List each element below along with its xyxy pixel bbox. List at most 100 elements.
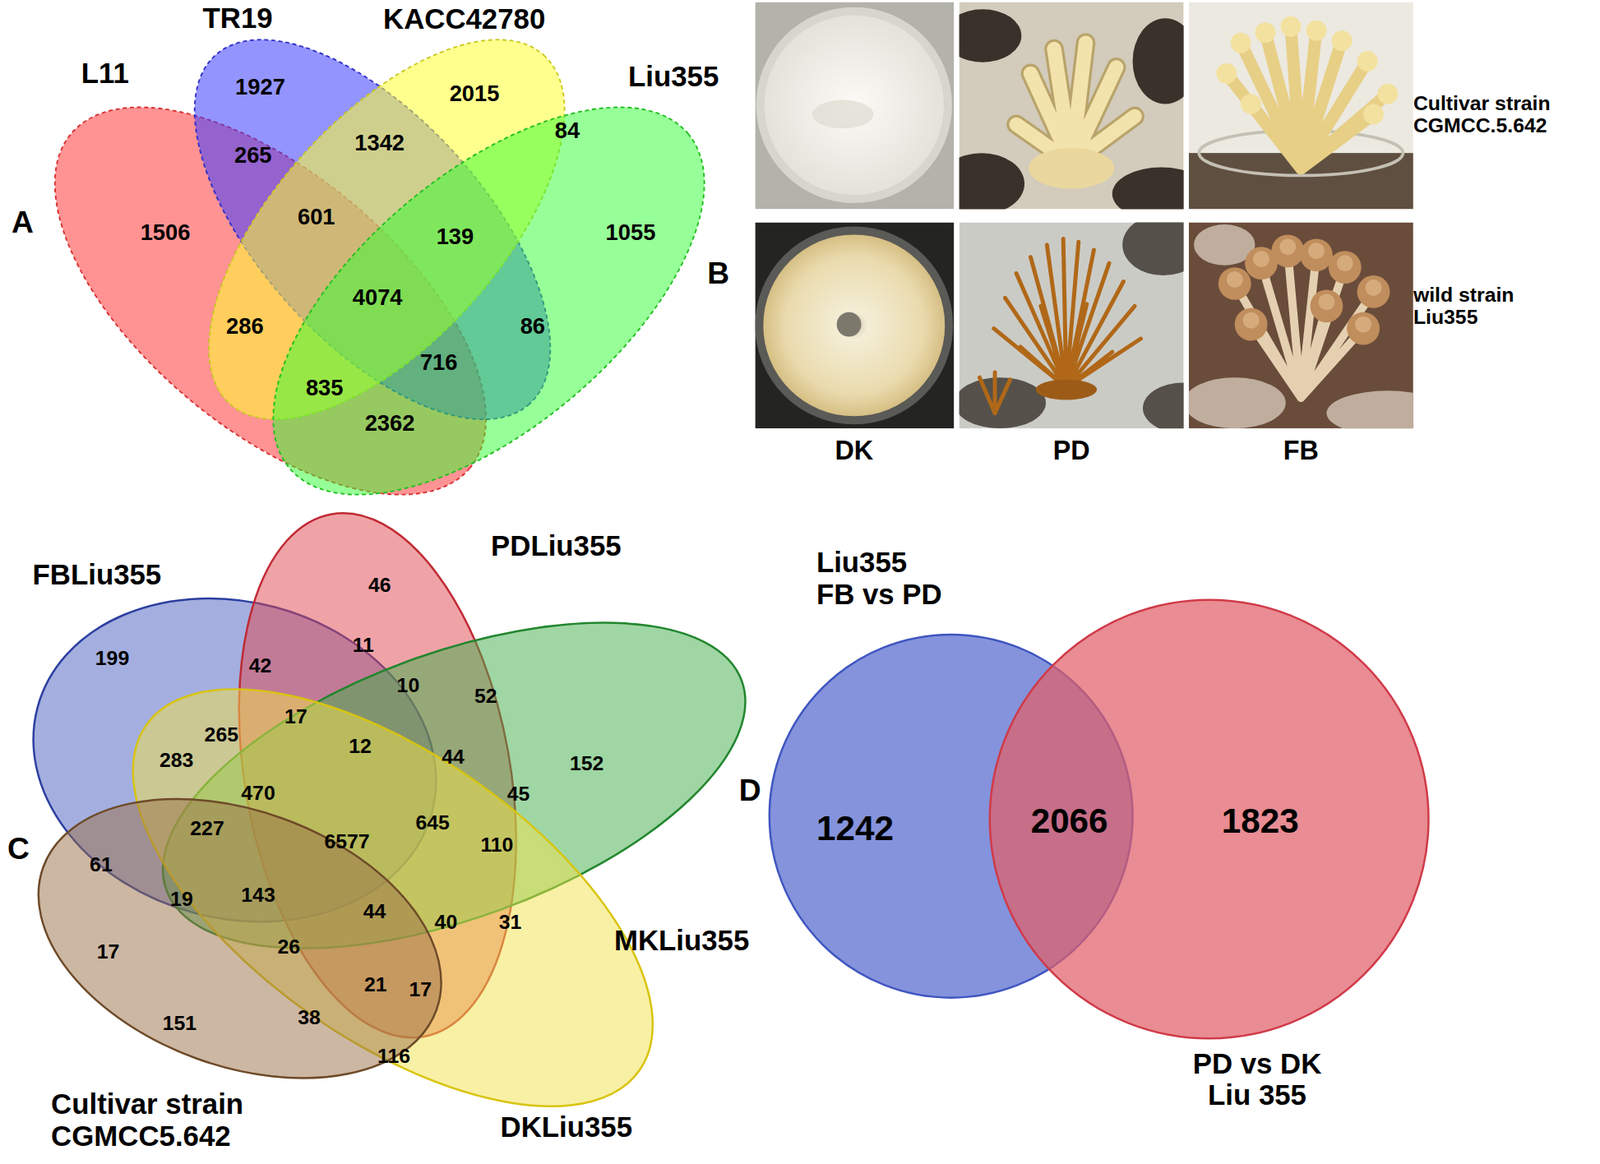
petri-dish [754,226,953,426]
region-count: 19 [170,887,194,911]
region-count: 470 [240,781,275,805]
region-count: 6577 [323,830,370,853]
primordia-base [1035,379,1097,401]
region-count: 116 [377,1045,411,1068]
stage-label: FB [1283,436,1319,467]
region-count: 1242 [816,809,894,848]
stage-label: DK [834,436,874,467]
mycelium [763,234,945,417]
mushroom-cap [1234,246,1374,324]
region-count: 42 [249,654,273,677]
region-count: 84 [554,118,580,144]
region-count: 1927 [235,74,286,100]
photo-ground [1188,1,1414,209]
region-count: 61 [89,853,113,876]
panel-letter: D [739,773,762,808]
region-count: 38 [297,1006,321,1029]
stage-label: PD [1053,436,1091,467]
set-name: FBLiu355 [32,559,162,591]
venn-c [0,490,787,1164]
fruiting-body-photo [1188,1,1414,209]
region-count: 10 [397,674,421,697]
region-count: 2066 [1031,802,1109,841]
photo-ground [754,1,954,209]
region-count: 4074 [352,285,403,310]
primordia [1016,42,1135,163]
region-count: 601 [297,204,336,230]
substrate [1188,224,1414,429]
set-name: Liu355 [628,60,719,93]
region-count: 227 [189,817,224,840]
region-count: 31 [499,910,523,934]
strain-label: Cultivar strain CGMCC.5.642 [1413,92,1596,138]
primordia-base [1028,147,1115,190]
fruiting-body-photo [1188,222,1414,430]
inoculum [836,312,862,338]
primordia [1016,42,1135,163]
panel-letter: B [707,256,730,291]
comparison-label: Liu355 FB vs PD [816,546,948,611]
set-name: L11 [81,57,130,89]
venn-d [769,600,1429,1040]
region-count: 26 [277,935,301,958]
region-count: 2362 [365,411,416,436]
mushroom-cap [1226,26,1388,115]
primordia [979,238,1141,413]
mushroom-stipe [1226,26,1388,169]
panel-letter: C [7,832,30,866]
set-name: Cultivar strain CGMCC5.642 [50,1088,255,1152]
region-count: 44 [363,900,387,923]
region-count: 1342 [354,130,405,156]
region-count: 286 [226,314,264,339]
region-count: 835 [305,375,344,401]
mycelium [812,100,874,130]
region-count: 143 [240,883,275,907]
culture-photo [754,222,954,430]
mycelium [764,15,944,195]
region-count: 265 [204,723,239,746]
region-count: 199 [95,647,130,670]
panel-letter: A [11,205,34,240]
region-count: 1823 [1221,802,1300,841]
region-count: 151 [162,1012,197,1035]
primordia-photo [959,222,1184,430]
region-count: 21 [364,973,388,996]
set-circle [989,600,1429,1040]
region-count: 2015 [449,81,500,107]
region-count: 17 [97,940,121,963]
region-count: 40 [434,910,458,934]
set-ellipse [0,747,481,1131]
region-count: 139 [436,224,475,250]
substrate [959,222,1184,430]
primordia-photo [959,1,1184,209]
region-count: 265 [234,143,273,168]
region-count: 44 [441,745,465,768]
region-count: 1506 [140,220,191,246]
set-name: TR19 [203,2,273,34]
strain-label: wild strain Liu355 [1413,283,1546,329]
culture-photo [754,1,954,209]
photo-ground [754,222,954,430]
set-name: PDLiu355 [490,530,622,562]
set-name: DKLiu355 [500,1111,634,1143]
region-count: 1055 [605,220,657,246]
comparison-label: PD vs DK Liu 355 [1185,1048,1329,1112]
region-count: 152 [569,752,604,775]
petri-dish [756,7,953,204]
region-count: 716 [420,350,458,375]
region-count: 52 [474,684,498,708]
set-name: MKLiu355 [614,924,750,957]
region-count: 45 [507,782,531,805]
region-count: 645 [416,811,450,834]
region-count: 11 [352,633,375,657]
region-count: 283 [159,749,194,772]
region-count: 110 [480,833,514,856]
region-count: 86 [520,314,546,339]
region-count: 17 [409,978,433,1001]
region-count: 12 [348,735,372,758]
region-count: 17 [284,705,308,728]
venn-a [0,0,771,566]
region-count: 46 [368,573,392,597]
